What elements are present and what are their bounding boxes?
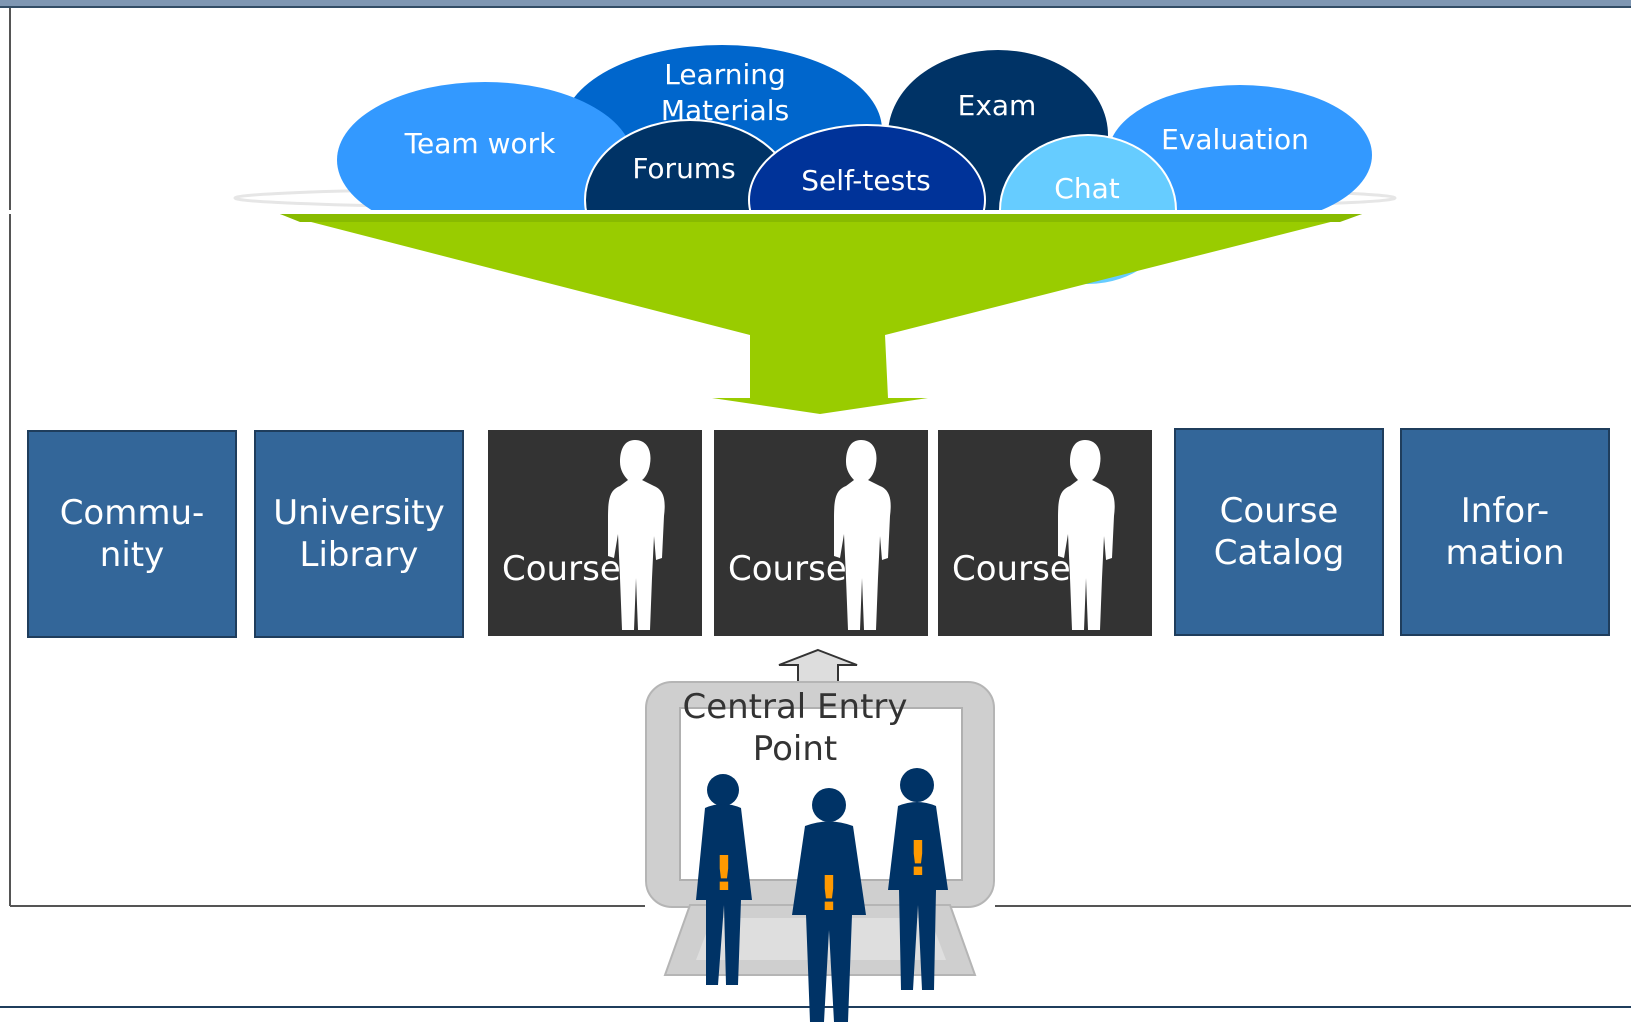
top-border [0, 0, 1631, 6]
bubble-label-evaluation: Evaluation [1161, 123, 1309, 156]
bubble-label-learning-1: Learning [664, 58, 786, 91]
bubble-label-forums: Forums [632, 152, 735, 185]
person-silhouette-icon [608, 440, 665, 630]
up-arrow-icon [778, 648, 858, 685]
box-university-library[interactable]: University Library [254, 430, 464, 638]
box-course-catalog[interactable]: Course Catalog [1174, 428, 1384, 636]
alert-mark-left: ! [713, 846, 735, 902]
bubble-label-self-tests: Self-tests [801, 164, 931, 197]
box-community-label: Commu- nity [59, 493, 205, 575]
box-course-3-label: Course [952, 549, 1071, 589]
box-course-1-label: Course [502, 549, 621, 589]
person-man-center-icon [792, 788, 866, 1022]
bubble-label-exam: Exam [958, 89, 1037, 122]
box-course-3[interactable]: Course [938, 430, 1152, 636]
bubble-team-work [337, 82, 633, 238]
funnel [280, 214, 1362, 414]
bubble-label-learning-2: Materials [661, 94, 789, 127]
box-community[interactable]: Commu- nity [27, 430, 237, 638]
bubble-label-chat: Chat [1054, 172, 1119, 205]
box-course-catalog-label: Course Catalog [1213, 491, 1345, 573]
bubble-label-team-work: Team work [404, 127, 556, 160]
funnel-rim [280, 214, 1362, 222]
person-silhouette-icon [1058, 440, 1115, 630]
box-course-1[interactable]: Course [488, 430, 702, 636]
person-woman-icon [696, 774, 752, 985]
person-silhouette-icon [834, 440, 891, 630]
box-course-2-label: Course [728, 549, 847, 589]
alert-mark-center: ! [818, 866, 840, 922]
central-entry-point-label: Central Entry Point [682, 687, 908, 769]
bubble-evaluation [1108, 85, 1372, 225]
box-information-label: Infor- mation [1445, 491, 1565, 573]
alert-mark-right: ! [907, 831, 929, 887]
funnel-top-cut [0, 210, 1631, 214]
box-university-library-label: University Library [273, 493, 445, 575]
box-information[interactable]: Infor- mation [1400, 428, 1610, 636]
person-man-right-icon [888, 768, 948, 990]
box-course-2[interactable]: Course [714, 430, 928, 636]
top-border-line [0, 6, 1631, 8]
